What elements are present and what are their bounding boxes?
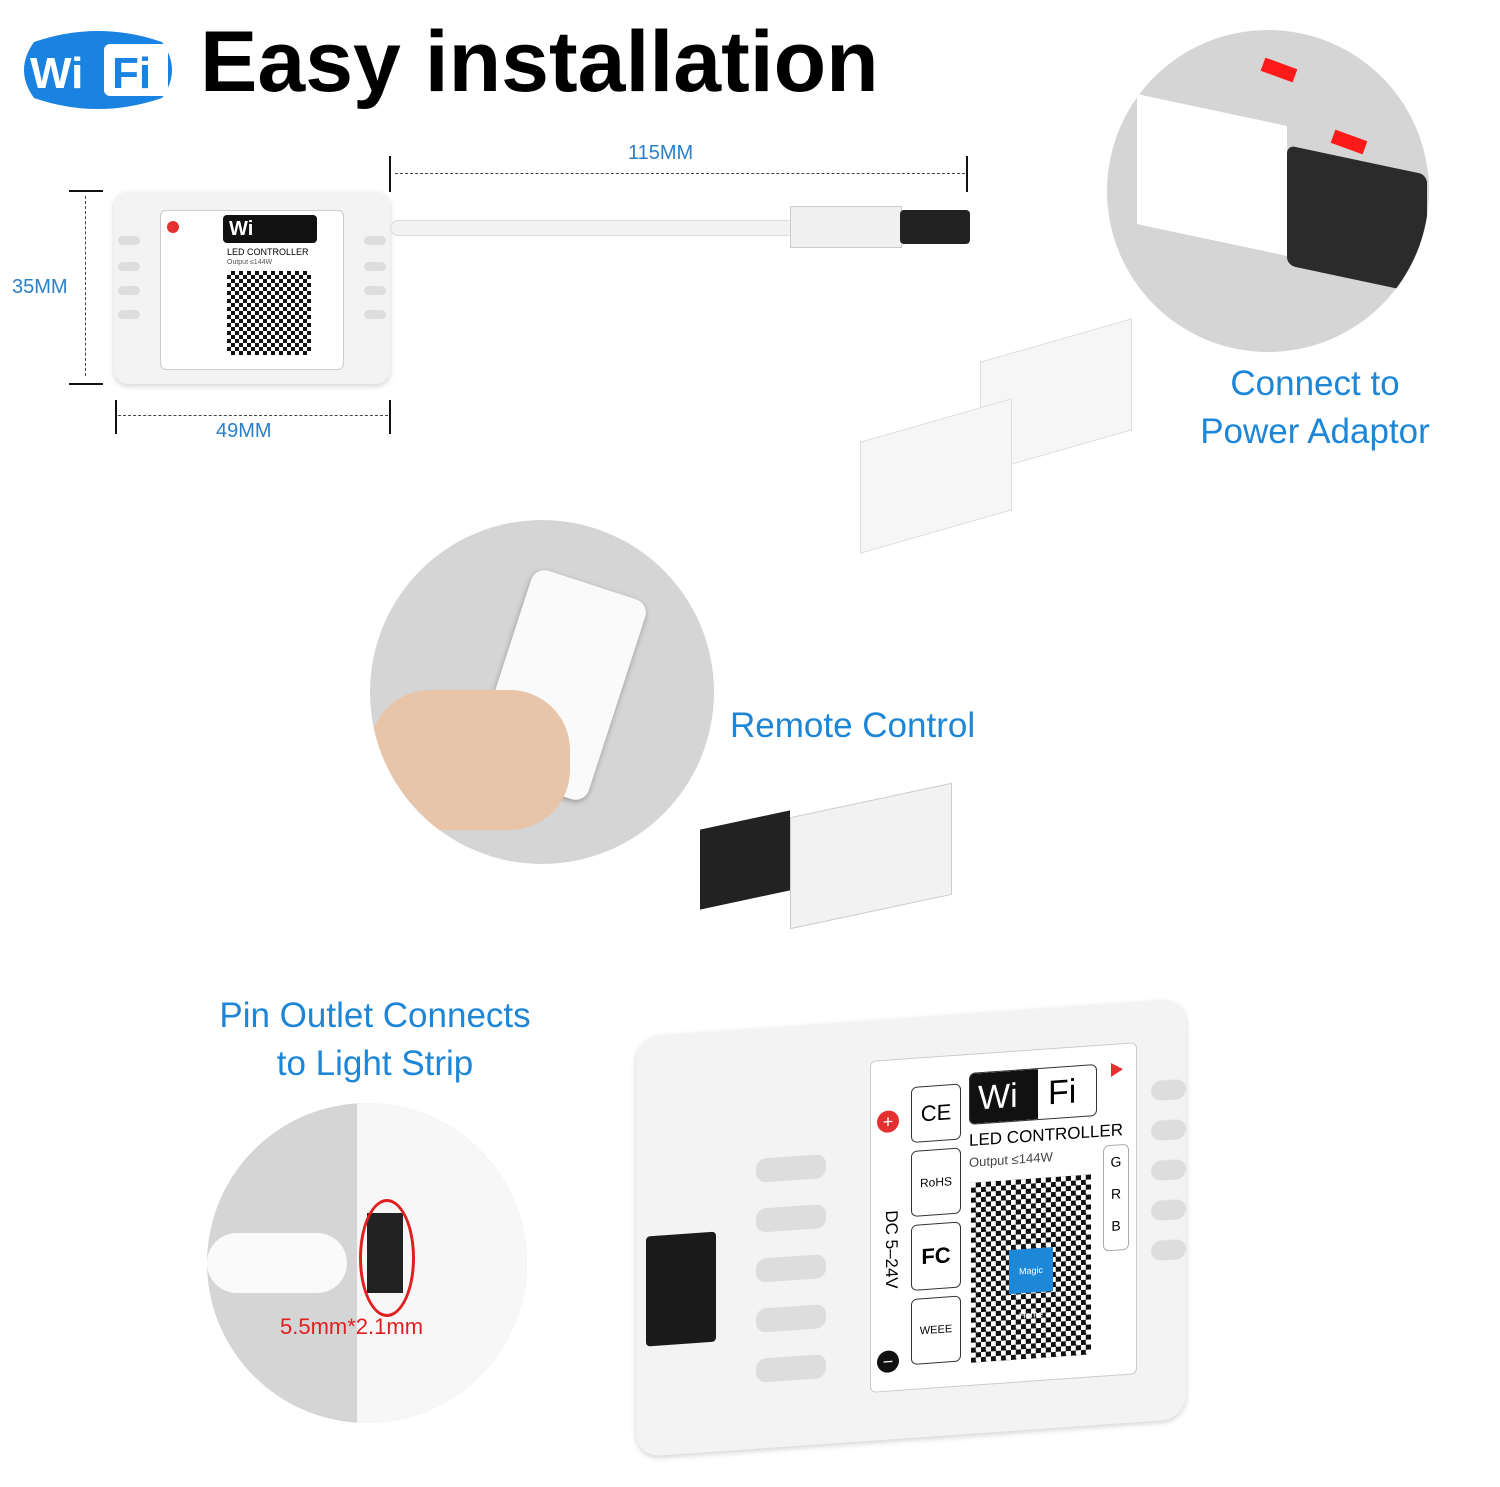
page-title: Easy installation <box>200 14 879 110</box>
callout-power-adaptor: Connect to Power Adaptor <box>1200 364 1430 451</box>
ir-receiver <box>700 780 960 930</box>
dimension-drawing: 115MM 35MM 49MM Wi LED CONTROLLER Output… <box>0 140 1000 460</box>
connector-pair <box>850 318 1190 620</box>
wifi-logo: Wi Fi <box>14 28 182 112</box>
rohs-mark-icon: RoHS <box>911 1147 961 1217</box>
cable-length-label: 115MM <box>628 142 694 164</box>
height-label: 35MM <box>12 276 68 298</box>
remote-control-photo <box>370 520 714 864</box>
voltage-text: DC 5–24V <box>882 1209 901 1290</box>
plus-terminal-icon: + <box>877 1109 899 1134</box>
svg-text:Wi: Wi <box>30 49 83 98</box>
dc-jack-photo <box>207 1103 527 1423</box>
magic-home-app-icon: Magic Home <box>1009 1247 1053 1320</box>
fcc-mark-icon: FC <box>911 1221 961 1291</box>
channel-labels: G R B <box>1103 1143 1129 1252</box>
output-rating: Output ≤144W <box>969 1149 1053 1170</box>
arrow-marker-icon <box>1111 1062 1123 1078</box>
weee-mark-icon: WEEE <box>911 1295 961 1365</box>
controller-small: Wi LED CONTROLLER Output ≤144W <box>114 192 390 384</box>
power-adaptor-photo <box>1107 30 1429 352</box>
callout-remote-control: Remote Control <box>730 706 976 745</box>
ce-mark-icon: CE <box>911 1083 961 1143</box>
controller-large: + − DC 5–24V CE RoHS FC WEEE Wi Fi LED C… <box>636 998 1186 1458</box>
wifi-badge: Wi Fi <box>969 1063 1097 1125</box>
device-label: + − DC 5–24V CE RoHS FC WEEE Wi Fi LED C… <box>870 1042 1137 1393</box>
minus-terminal-icon: − <box>877 1349 899 1374</box>
svg-text:Fi: Fi <box>112 49 151 98</box>
dc-jack-size-label: 5.5mm*2.1mm <box>280 1314 424 1339</box>
product-name: LED CONTROLLER <box>969 1120 1123 1150</box>
width-label: 49MM <box>216 420 272 442</box>
callout-pin-outlet: Pin Outlet Connects to Light Strip <box>219 996 531 1083</box>
qr-code: Magic Home <box>971 1174 1091 1363</box>
